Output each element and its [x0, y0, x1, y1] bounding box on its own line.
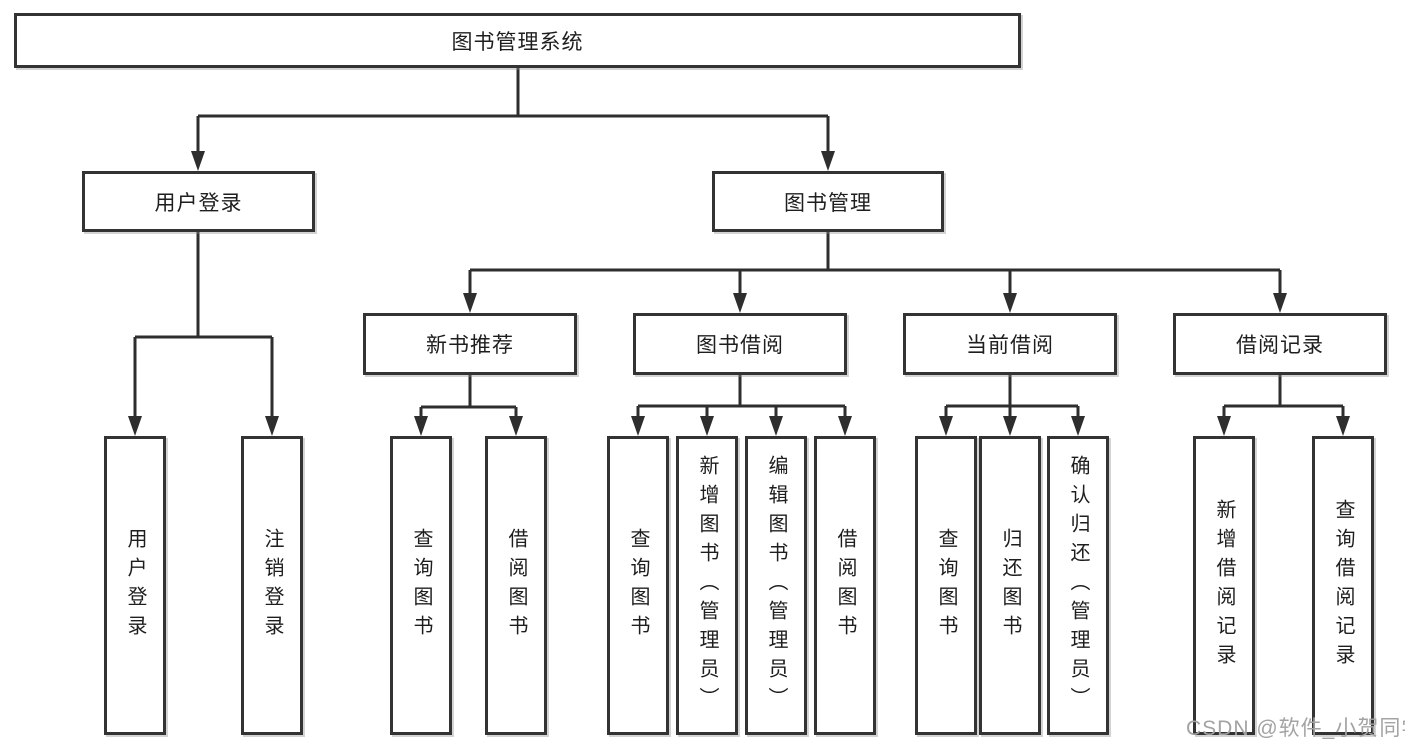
leaf-label: 归还图书	[999, 527, 1021, 644]
node-book-borrowing: 图书借阅	[633, 313, 847, 375]
arrow-down-icon	[769, 416, 783, 436]
connector-current-borrowing-to-leaves	[944, 375, 1080, 418]
connector-borrowing-records-to-leaves	[1222, 375, 1345, 418]
leaf-label: 查询图书	[935, 527, 957, 644]
arrow-down-icon	[1071, 416, 1085, 436]
node-borrowing-records: 借阅记录	[1173, 313, 1387, 375]
leaf-rcd-add-record: 新增借阅记录	[1193, 436, 1255, 735]
arrow-down-icon	[128, 416, 142, 436]
arrow-down-icon	[265, 416, 279, 436]
leaf-label: 注销登录	[261, 527, 283, 644]
arrow-down-icon	[1003, 416, 1017, 436]
leaf-label: 新增图书（管理员）	[696, 455, 718, 716]
node-book-management: 图书管理	[712, 171, 944, 232]
connector-new-book-rec-to-leaves	[419, 375, 518, 418]
leaf-rec-borrow-books: 借阅图书	[485, 436, 547, 735]
connector-root-to-level2	[196, 68, 830, 153]
leaf-rcd-query-record: 查询借阅记录	[1312, 436, 1374, 735]
leaf-bor-query-books: 查询图书	[607, 436, 669, 735]
arrow-down-icon	[414, 416, 428, 436]
arrow-down-icon	[733, 293, 747, 313]
leaf-cur-return-books: 归还图书	[979, 436, 1041, 735]
leaf-cur-confirm-return-admin: 确认归还（管理员）	[1047, 436, 1109, 735]
leaf-user-login: 用户登录	[104, 436, 166, 735]
arrow-down-icon	[191, 151, 205, 171]
connector-book-management-to-level3	[468, 232, 1282, 295]
leaf-cur-query-books: 查询图书	[915, 436, 977, 735]
connector-book-borrowing-to-leaves	[636, 375, 847, 418]
leaf-label: 用户登录	[124, 527, 146, 644]
arrow-down-icon	[821, 151, 835, 171]
node-root-library-system: 图书管理系统	[14, 13, 1021, 68]
connector-user-login-to-leaves	[133, 232, 274, 418]
arrow-down-icon	[838, 416, 852, 436]
leaf-label: 借阅图书	[505, 527, 527, 644]
node-new-book-recommendation: 新书推荐	[363, 313, 577, 375]
arrow-down-icon	[1003, 293, 1017, 313]
arrow-down-icon	[509, 416, 523, 436]
arrow-down-icon	[463, 293, 477, 313]
arrow-down-icon	[631, 416, 645, 436]
leaf-label: 编辑图书（管理员）	[765, 455, 787, 716]
leaf-label: 新增借阅记录	[1213, 498, 1235, 673]
arrow-down-icon	[1217, 416, 1231, 436]
csdn-watermark: CSDN @软件_小贺同学	[1186, 717, 1405, 740]
arrow-down-icon	[700, 416, 714, 436]
node-user-login: 用户登录	[82, 171, 315, 232]
leaf-label: 查询图书	[410, 527, 432, 644]
leaf-label: 确认归还（管理员）	[1067, 455, 1089, 716]
arrow-down-icon	[939, 416, 953, 436]
leaf-bor-borrow-books: 借阅图书	[814, 436, 876, 735]
arrowheads	[128, 151, 1350, 436]
leaf-bor-edit-books-admin: 编辑图书（管理员）	[745, 436, 807, 735]
arrow-down-icon	[1273, 293, 1287, 313]
leaf-rec-query-books: 查询图书	[390, 436, 452, 735]
leaf-bor-add-books-admin: 新增图书（管理员）	[676, 436, 738, 735]
leaf-label: 查询图书	[627, 527, 649, 644]
leaf-label: 查询借阅记录	[1332, 498, 1354, 673]
leaf-label: 借阅图书	[834, 527, 856, 644]
node-current-borrowing: 当前借阅	[903, 313, 1117, 375]
arrow-down-icon	[1336, 416, 1350, 436]
leaf-logout: 注销登录	[241, 436, 303, 735]
